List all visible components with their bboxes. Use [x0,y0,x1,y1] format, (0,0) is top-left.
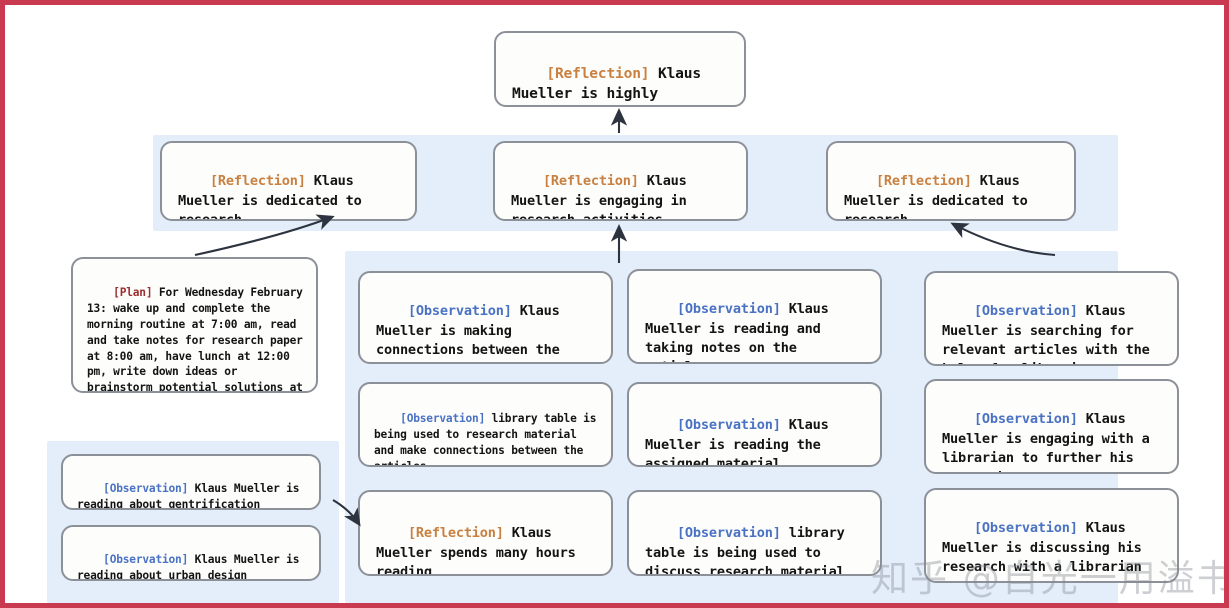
reflection-tag: [Reflection] [875,173,972,190]
column-two-node-3[interactable]: [Observation] library table is being use… [627,490,882,576]
reflection-text: Klaus Mueller is engaging in research ac… [511,173,695,221]
plan-text: For Wednesday February 13: wake up and c… [87,285,303,393]
observation-text: Klaus Mueller is discussing his research… [942,520,1150,575]
observation-tag: [Observation] [676,525,781,542]
reflection-tag: [Reflection] [546,64,650,82]
observation-tag: [Observation] [103,552,189,566]
root-reflection-text: Klaus Mueller is highly dedicated to res… [512,64,701,103]
observation-text: Klaus Mueller is reading about gentrific… [77,481,306,510]
reflection-text: Klaus Mueller spends many hours reading [376,525,584,576]
column-one-node-2[interactable]: [Observation] library table is being use… [358,382,613,467]
column-two-node-1[interactable]: [Observation] Klaus Mueller is reading a… [627,269,882,364]
reflection-tag: [Reflection] [542,173,639,190]
reflection-text: Klaus Mueller is dedicated to research [178,173,370,221]
observation-tag: [Observation] [973,520,1078,537]
plan-tag: [Plan] [113,285,153,299]
observation-tag: [Observation] [103,481,189,495]
observation-text: library table is being used to discuss r… [645,525,853,576]
column-two-node-2[interactable]: [Observation] Klaus Mueller is reading t… [627,382,882,467]
column-one-node-1[interactable]: [Observation] Klaus Mueller is making co… [358,271,613,364]
observation-tag: [Observation] [973,303,1078,320]
observation-text: Klaus Mueller is searching for relevant … [942,303,1150,364]
reflection-node-3[interactable]: [Reflection] Klaus Mueller is dedicated … [826,141,1076,221]
observation-text: Klaus Mueller is reading the assigned ma… [645,417,837,467]
column-one-node-3[interactable]: [Reflection] Klaus Mueller spends many h… [358,490,613,576]
observation-tag: [Observation] [676,417,781,434]
left-observation-node-2[interactable]: [Observation] Klaus Mueller is reading a… [61,525,321,581]
column-three-node-1[interactable]: [Observation] Klaus Mueller is searching… [924,271,1179,366]
reflection-tag: [Reflection] [407,525,504,542]
reflection-node-1[interactable]: [Reflection] Klaus Mueller is dedicated … [160,141,417,221]
observation-tag: [Observation] [407,303,512,320]
observation-tag: [Observation] [973,411,1078,428]
observation-text: library table is being used to research … [374,411,603,467]
reflection-tag: [Reflection] [209,173,306,190]
column-three-node-3[interactable]: [Observation] Klaus Mueller is discussin… [924,488,1179,583]
observation-text: Klaus Mueller is reading about urban des… [77,552,306,581]
observation-text: Klaus Mueller is engaging with a librari… [942,411,1150,472]
root-reflection-node[interactable]: [Reflection] Klaus Mueller is highly ded… [494,31,746,107]
observation-text: Klaus Mueller is reading and taking note… [645,301,829,362]
observation-tag: [Observation] [400,411,486,425]
column-three-node-2[interactable]: [Observation] Klaus Mueller is engaging … [924,379,1179,474]
observation-text: Klaus Mueller is making connections betw… [376,303,560,362]
reflection-node-2[interactable]: [Reflection] Klaus Mueller is engaging i… [493,141,748,221]
plan-node[interactable]: [Plan] For Wednesday February 13: wake u… [71,257,318,393]
observation-tag: [Observation] [676,301,781,318]
reflection-text: Klaus Mueller is dedicated to research [844,173,1036,221]
left-observation-node-1[interactable]: [Observation] Klaus Mueller is reading a… [61,454,321,510]
